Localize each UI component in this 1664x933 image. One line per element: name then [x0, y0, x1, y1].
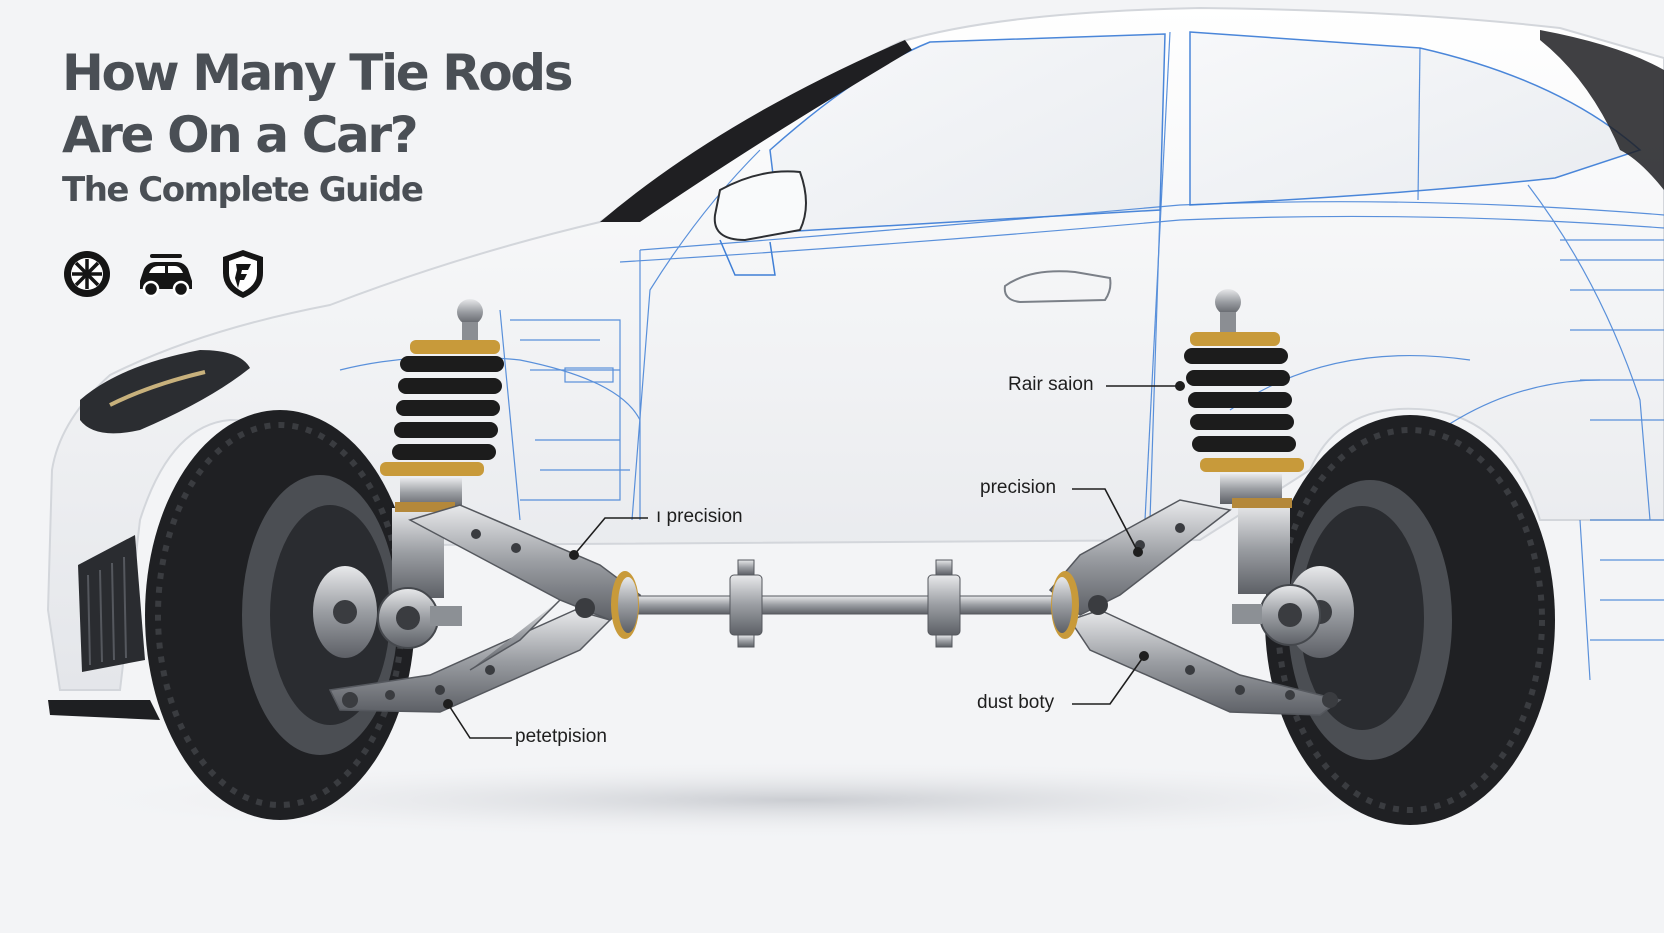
tie-rod-clamp-left	[729, 559, 763, 648]
wheel-icon	[64, 251, 110, 297]
right-control-arm	[1048, 499, 1342, 716]
title-block: How Many Tie Rods Are On a Car? The Comp…	[62, 42, 662, 212]
rear-window	[1189, 31, 1642, 206]
tie-rod	[611, 571, 1079, 639]
rear-dark-trim	[1540, 30, 1664, 190]
side-mirror	[713, 170, 807, 276]
left-hub	[377, 587, 462, 649]
floor-shadow	[40, 760, 1560, 840]
grille-slats	[87, 556, 127, 666]
front-splitter	[48, 700, 160, 720]
headlight	[80, 350, 250, 434]
subtitle: The Complete Guide	[62, 170, 424, 210]
roof-dark-trim	[600, 40, 912, 222]
blueprint-lines	[339, 31, 1664, 681]
door-handle	[1003, 270, 1112, 304]
left-control-arm	[328, 504, 642, 713]
right-bolts	[1088, 523, 1338, 708]
left-bolts	[342, 529, 595, 708]
rear-wheel	[1265, 415, 1555, 825]
headlight-strip	[109, 370, 206, 407]
right-coilover	[1184, 289, 1304, 594]
callout-upper-right: Rair saion	[1008, 374, 1094, 395]
car-icon	[140, 254, 192, 297]
callout-leaders	[447, 385, 1178, 739]
right-hub	[1232, 584, 1321, 646]
front-window	[769, 33, 1166, 233]
tie-rod-clamp-right	[927, 559, 961, 648]
callout-lower-left: petetpision	[515, 726, 607, 747]
callout-middle-right: precision	[980, 477, 1057, 498]
callout-lower-right: dust boty	[977, 692, 1055, 713]
front-grille	[78, 535, 145, 672]
callout-upper-left: ı precision	[656, 506, 743, 527]
icon-row	[62, 248, 266, 300]
front-wheel	[145, 410, 415, 820]
title-line-2: Are On a Car?	[62, 106, 419, 164]
callout-dots	[443, 381, 1185, 709]
shield-icon	[223, 250, 263, 298]
title-line-1: How Many Tie Rods	[62, 44, 573, 102]
